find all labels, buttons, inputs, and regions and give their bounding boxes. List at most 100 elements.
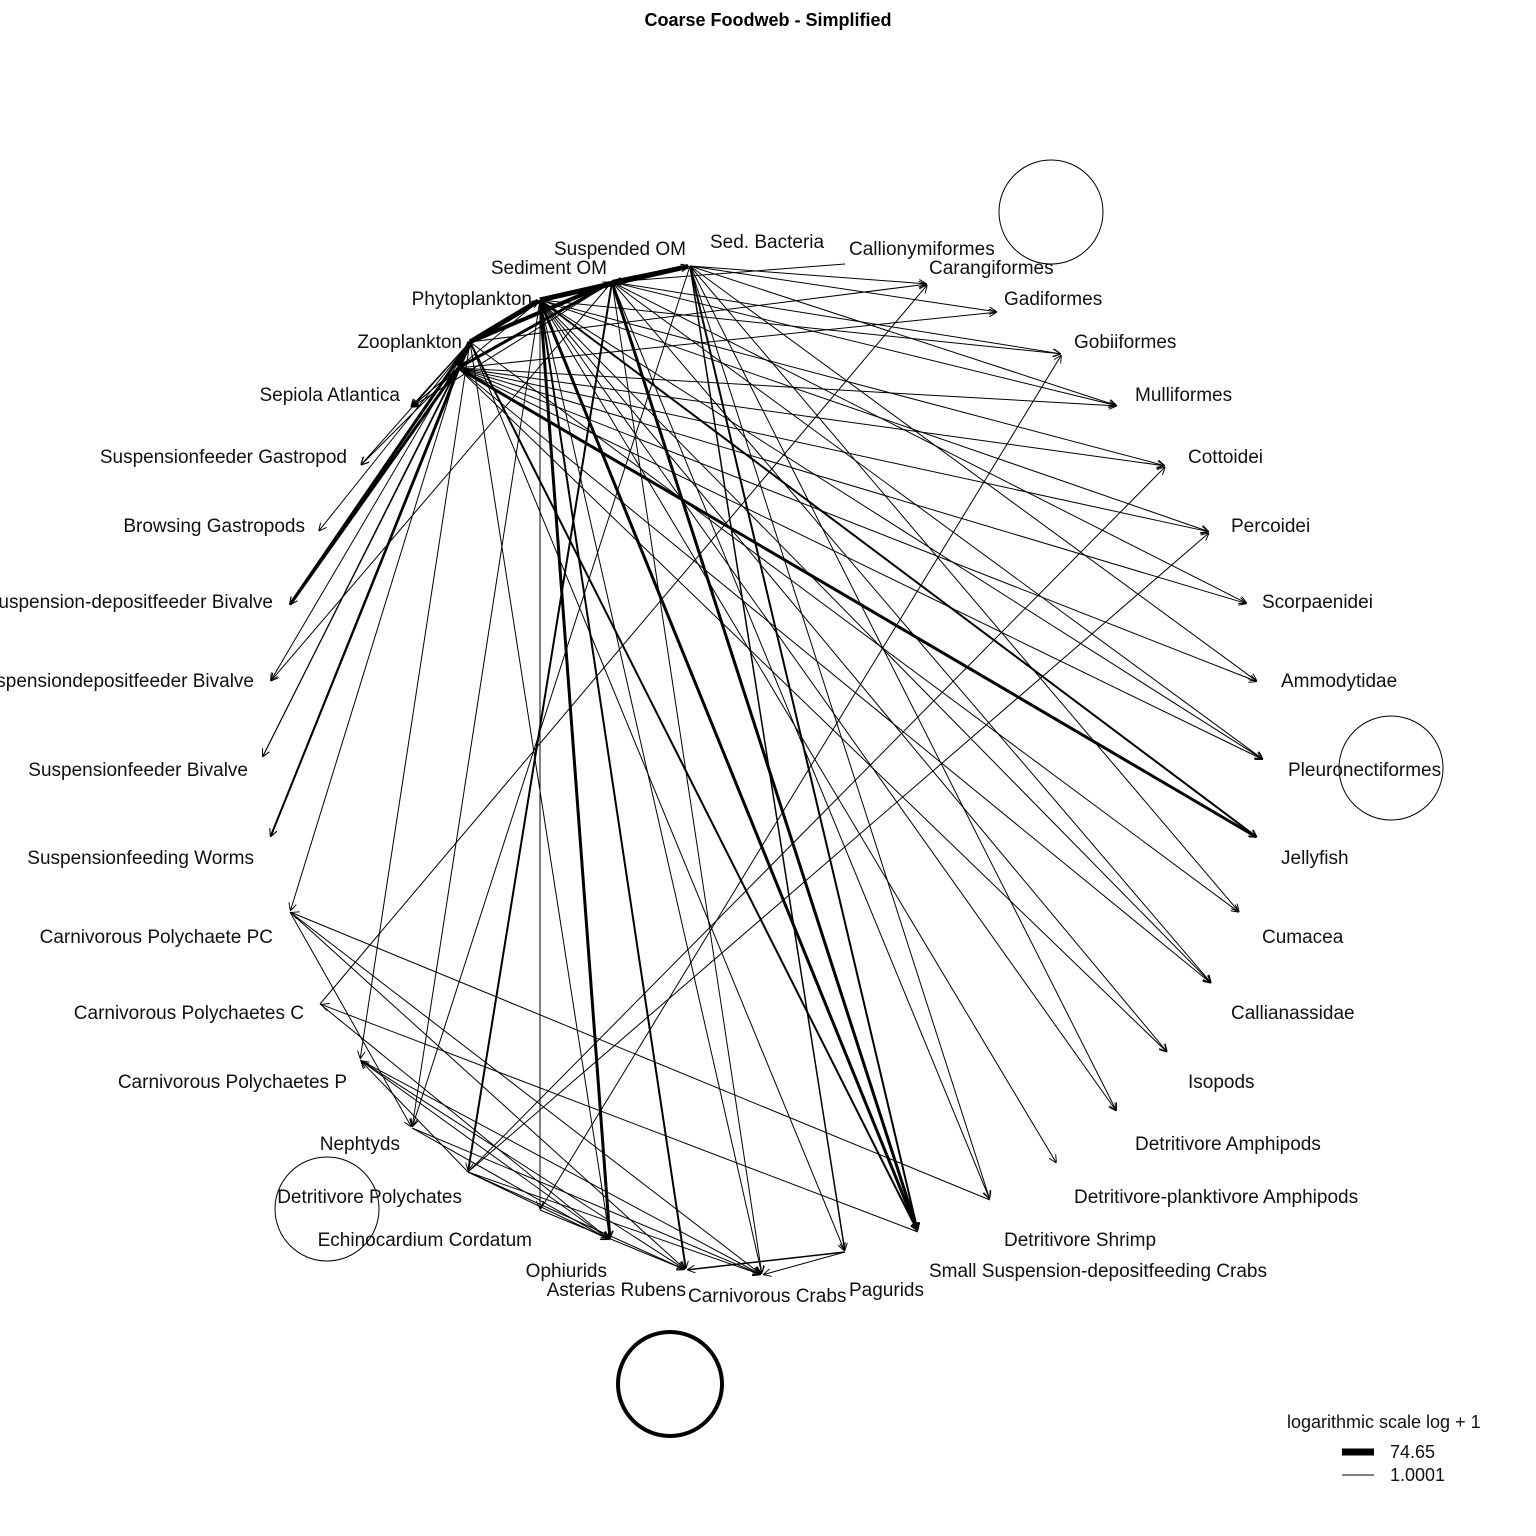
edge <box>469 341 918 1230</box>
edge <box>457 367 1167 1052</box>
edge <box>539 299 1060 354</box>
node-label-detritivore-planktivore-amphipods: Detritivore-planktivore Amphipods <box>1074 1187 1358 1208</box>
node-label-callianassidae: Callianassidae <box>1231 1003 1355 1024</box>
edge <box>469 341 844 1250</box>
node-label-phytoplankton: Phytoplankton <box>412 289 532 310</box>
node-label-detritivore-shrimp: Detritivore Shrimp <box>1004 1230 1156 1251</box>
node-label-suspensionfeeder-bivalve: Suspensionfeeder Bivalve <box>28 760 248 781</box>
edge <box>689 265 1239 911</box>
node-label-cumacea: Cumacea <box>1262 927 1344 948</box>
edge <box>361 367 459 465</box>
node-label-detritivore-polychates: Detritivore Polychates <box>277 1187 462 1208</box>
edge <box>457 367 1246 603</box>
self-loop-pleuronectiformes <box>1338 715 1444 821</box>
node-label-ophiurids: Ophiurids <box>526 1261 607 1282</box>
edge <box>263 367 459 756</box>
edge <box>457 312 996 369</box>
edge <box>539 299 762 1273</box>
edge <box>539 299 1116 1110</box>
edge <box>319 341 471 530</box>
edge <box>764 1251 846 1274</box>
node-label-cottoidei: Cottoidei <box>1188 447 1263 468</box>
node-label-suspension-depositfeeder-bivalve: Suspension-depositfeeder Bivalve <box>0 592 273 613</box>
edge <box>469 284 926 343</box>
edge <box>611 266 688 284</box>
edge <box>614 263 846 282</box>
edge <box>289 911 411 1126</box>
edge <box>611 281 1211 982</box>
edge <box>457 367 1116 406</box>
legend: logarithmic scale log + 1 74.65 1.0001 <box>1287 1412 1481 1485</box>
node-label-carangiformes: Carangiformes <box>929 258 1054 279</box>
edge <box>457 367 1164 466</box>
edge <box>360 341 471 1058</box>
edge <box>539 299 1167 1051</box>
edge <box>271 367 459 836</box>
edge <box>689 265 1116 1110</box>
edge <box>467 467 1165 1173</box>
edge <box>539 356 1061 1211</box>
node-label-browsing-gastropods: Browsing Gastropods <box>123 516 305 537</box>
node-label-scorpaenidei: Scorpaenidei <box>1262 592 1373 613</box>
edge <box>689 265 1256 681</box>
edge <box>469 341 1238 912</box>
edge <box>289 911 685 1269</box>
edge <box>289 911 760 1274</box>
edge <box>412 281 613 407</box>
edge <box>271 281 613 680</box>
node-label-suspensionfeeding-worms: Suspensionfeeding Worms <box>27 848 254 869</box>
self-loop-detritivore-polychates <box>274 1156 380 1262</box>
node-label-asterias-rubens: Asterias Rubens <box>547 1280 686 1301</box>
self-loops <box>274 159 1444 1438</box>
edge <box>322 1005 919 1233</box>
node-label-carnivorous-polychaetes-c: Carnivorous Polychaetes C <box>74 1003 304 1024</box>
node-label-suspensionfeeder-gastropod: Suspensionfeeder Gastropod <box>100 447 347 468</box>
edge <box>611 281 1246 603</box>
edge <box>467 1171 684 1269</box>
node-label-carnivorous-polychaete-pc: Carnivorous Polychaete PC <box>40 927 273 948</box>
edge <box>689 265 845 1250</box>
node-label-echinocardium-cordatum: Echinocardium Cordatum <box>318 1230 532 1251</box>
node-label-carnivorous-crabs: Carnivorous Crabs <box>688 1286 846 1307</box>
edge <box>689 265 926 284</box>
edge <box>539 299 686 1268</box>
edge <box>413 265 691 1126</box>
edge <box>467 533 1208 1173</box>
edge <box>411 1127 760 1274</box>
node-label-percoidei: Percoidei <box>1231 516 1310 537</box>
node-label-gobiiformes: Gobiiformes <box>1074 332 1176 353</box>
edge <box>611 281 1060 354</box>
edge <box>319 286 927 1005</box>
self-loop-asterias-rubens <box>616 1330 724 1438</box>
edge <box>359 1059 684 1269</box>
edge <box>539 299 1208 531</box>
edge <box>362 1061 611 1241</box>
edge <box>539 299 1056 1162</box>
legend-title: logarithmic scale log + 1 <box>1287 1412 1481 1432</box>
edge <box>688 1251 846 1270</box>
edge <box>291 367 459 910</box>
edge <box>359 1059 760 1274</box>
node-label-sediment-om: Sediment OM <box>491 258 607 279</box>
edge <box>611 281 1116 406</box>
node-label-callionymiformes: Callionymiformes <box>849 239 995 260</box>
node-label-carnivorous-polychaetes-p: Carnivorous Polychaetes P <box>118 1072 347 1093</box>
edge <box>457 367 1256 681</box>
edge <box>539 299 1256 837</box>
edge <box>319 1003 608 1239</box>
node-label-small-suspension-depositfeeding-crabs: Small Suspension-depositfeeding Crabs <box>929 1261 1267 1282</box>
edge <box>469 341 610 1238</box>
node-label-gadiformes: Gadiformes <box>1004 289 1102 310</box>
edge <box>539 299 1164 465</box>
node-label-mulliformes: Mulliformes <box>1135 385 1232 406</box>
legend-label-min: 1.0001 <box>1390 1465 1445 1485</box>
diagram-title: Coarse Foodweb - Simplified <box>644 10 891 30</box>
edge <box>271 341 471 680</box>
edge <box>361 1061 469 1173</box>
edge <box>689 265 996 312</box>
node-label-detritivore-amphipods: Detritivore Amphipods <box>1135 1134 1321 1155</box>
node-label-suspended-om: Suspended OM <box>554 239 686 260</box>
edge <box>538 299 610 1238</box>
